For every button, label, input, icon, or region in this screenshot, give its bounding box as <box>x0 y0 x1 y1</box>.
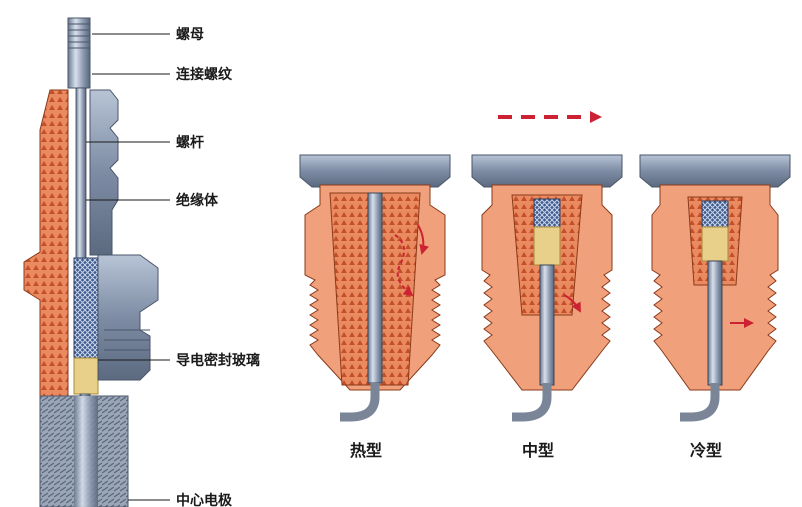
glass-seal-gold <box>73 357 99 395</box>
spark-plug-cutaway <box>23 17 159 507</box>
label-center-electrode: 中心电极 <box>176 492 233 507</box>
type-medium <box>471 154 623 422</box>
caption-medium: 中型 <box>522 441 554 460</box>
label-stem: 螺杆 <box>176 134 204 151</box>
hex-body <box>97 254 159 381</box>
label-nut: 螺母 <box>176 26 204 43</box>
stem-rod <box>75 87 87 259</box>
insulator-exterior <box>89 89 119 256</box>
type-hot <box>299 154 451 422</box>
label-insulator: 绝缘体 <box>176 192 219 209</box>
caption-hot: 热型 <box>350 441 382 460</box>
label-glass-seal: 导电密封玻璃 <box>176 352 260 369</box>
label-thread: 连接螺纹 <box>176 66 233 83</box>
type-cold <box>639 154 791 422</box>
direction-arrow <box>498 111 602 123</box>
callouts: 螺母 连接螺纹 螺杆 绝缘体 导电密封玻璃 中心电极 <box>86 26 260 507</box>
glass-seal-mesh <box>73 257 99 359</box>
terminal-nut <box>67 17 91 89</box>
caption-cold: 冷型 <box>690 441 722 460</box>
insulator-body <box>23 89 69 421</box>
